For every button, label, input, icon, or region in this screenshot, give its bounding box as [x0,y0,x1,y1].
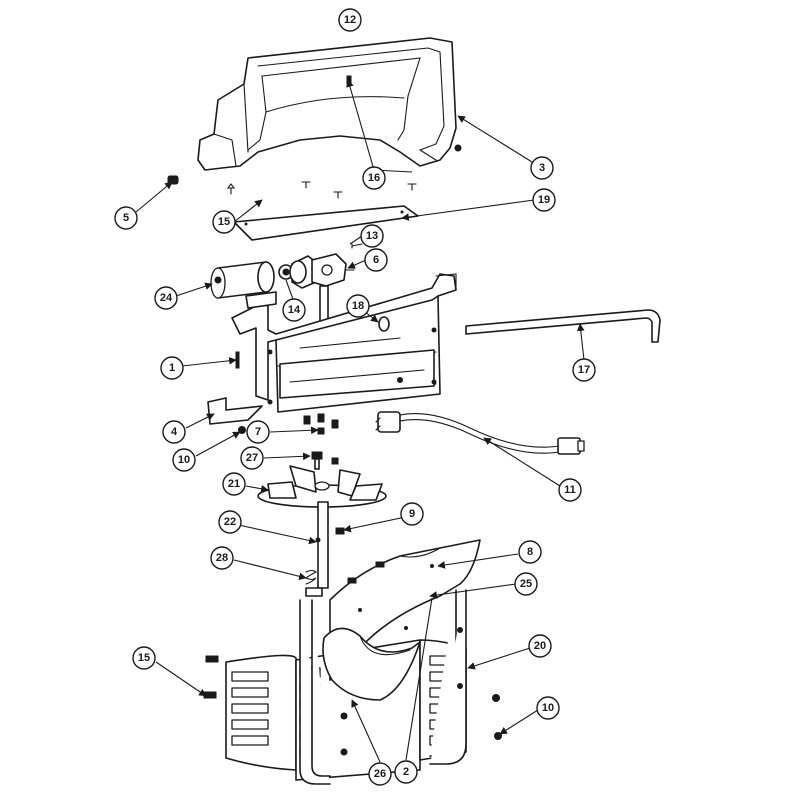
callout-16: 15 [132,646,156,670]
part-22-fan [257,465,387,508]
svg-text:13: 13 [366,230,378,242]
svg-text:4: 4 [171,426,178,438]
callout-1: 1 [160,356,184,380]
part-11-wire-harness [375,411,585,455]
part-3-hood [197,37,462,171]
callout-2: 2 [394,760,418,784]
callout-4: 4 [162,420,186,444]
svg-text:6: 6 [373,254,379,266]
callout-23: 22 [218,510,242,534]
svg-text:11: 11 [564,484,576,496]
part-6-gearbox [289,253,355,349]
svg-text:15: 15 [218,216,230,228]
svg-text:22: 22 [224,516,236,528]
part-9-screw [335,527,345,535]
part-20-gasket-plate [233,205,419,241]
part-1-main-frame [231,273,457,413]
callout-20: 19 [532,188,556,212]
part-28-spring [304,569,318,585]
hood-screws [226,181,417,199]
svg-text:15: 15 [138,652,150,664]
callout-8: 8 [518,540,542,564]
svg-text:17: 17 [578,364,590,376]
svg-text:26: 26 [374,768,386,780]
callout-15: 15 [212,210,236,234]
svg-text:18: 18 [352,300,364,312]
part-18-rod [465,309,661,343]
part-27-screw [311,451,339,470]
callout-10-left: 10 [172,448,196,472]
svg-text:14: 14 [288,304,301,316]
callout-10-right: 10 [536,696,560,720]
svg-text:8: 8 [527,546,533,558]
svg-text:10: 10 [542,702,554,714]
callout-7: 7 [246,420,270,444]
svg-text:5: 5 [123,212,129,224]
svg-text:7: 7 [255,426,261,438]
callout-21: 20 [528,634,552,658]
callout-17: 16 [362,166,386,190]
callout-19: 18 [346,294,370,318]
svg-text:3: 3 [539,162,545,174]
part-5-screw [167,175,179,185]
svg-text:20: 20 [534,640,546,652]
svg-text:2: 2 [403,766,409,778]
part-23-shaft [315,501,329,589]
svg-text:21: 21 [228,478,240,490]
svg-text:10: 10 [178,454,190,466]
part-4-bracket [207,397,263,425]
svg-text:9: 9 [409,508,415,520]
svg-text:25: 25 [520,578,532,590]
part-19-ring [378,316,390,332]
callout-13: 12 [338,8,362,32]
part-12-screw [351,243,363,249]
part-7-screws [303,413,339,435]
svg-text:19: 19 [538,194,550,206]
part-8-deflector [322,539,481,701]
callout-27: 27 [240,446,264,470]
svg-text:28: 28 [216,552,228,564]
deflector-screws [347,561,502,740]
part-24-motor [210,261,275,299]
callout-22: 21 [222,472,246,496]
svg-text:27: 27 [246,452,258,464]
callout-25: 25 [514,572,538,596]
callout-9: 9 [400,502,424,526]
callout-14: 14 [282,298,306,322]
callout-18: 17 [572,358,596,382]
callout-26: 26 [368,762,392,786]
part-14-washer [278,264,294,280]
svg-text:12: 12 [344,14,356,26]
svg-text:1: 1 [169,362,175,374]
svg-text:24: 24 [160,292,173,304]
callout-24: 24 [154,286,178,310]
callout-28: 28 [210,546,234,570]
callout-11: 11 [558,478,582,502]
callout-3: 3 [530,156,554,180]
part-16-bolts [203,655,219,699]
callout-6: 6 [364,248,388,272]
svg-text:16: 16 [368,172,380,184]
callout-5: 5 [114,206,138,230]
callout-12: 13 [360,224,384,248]
